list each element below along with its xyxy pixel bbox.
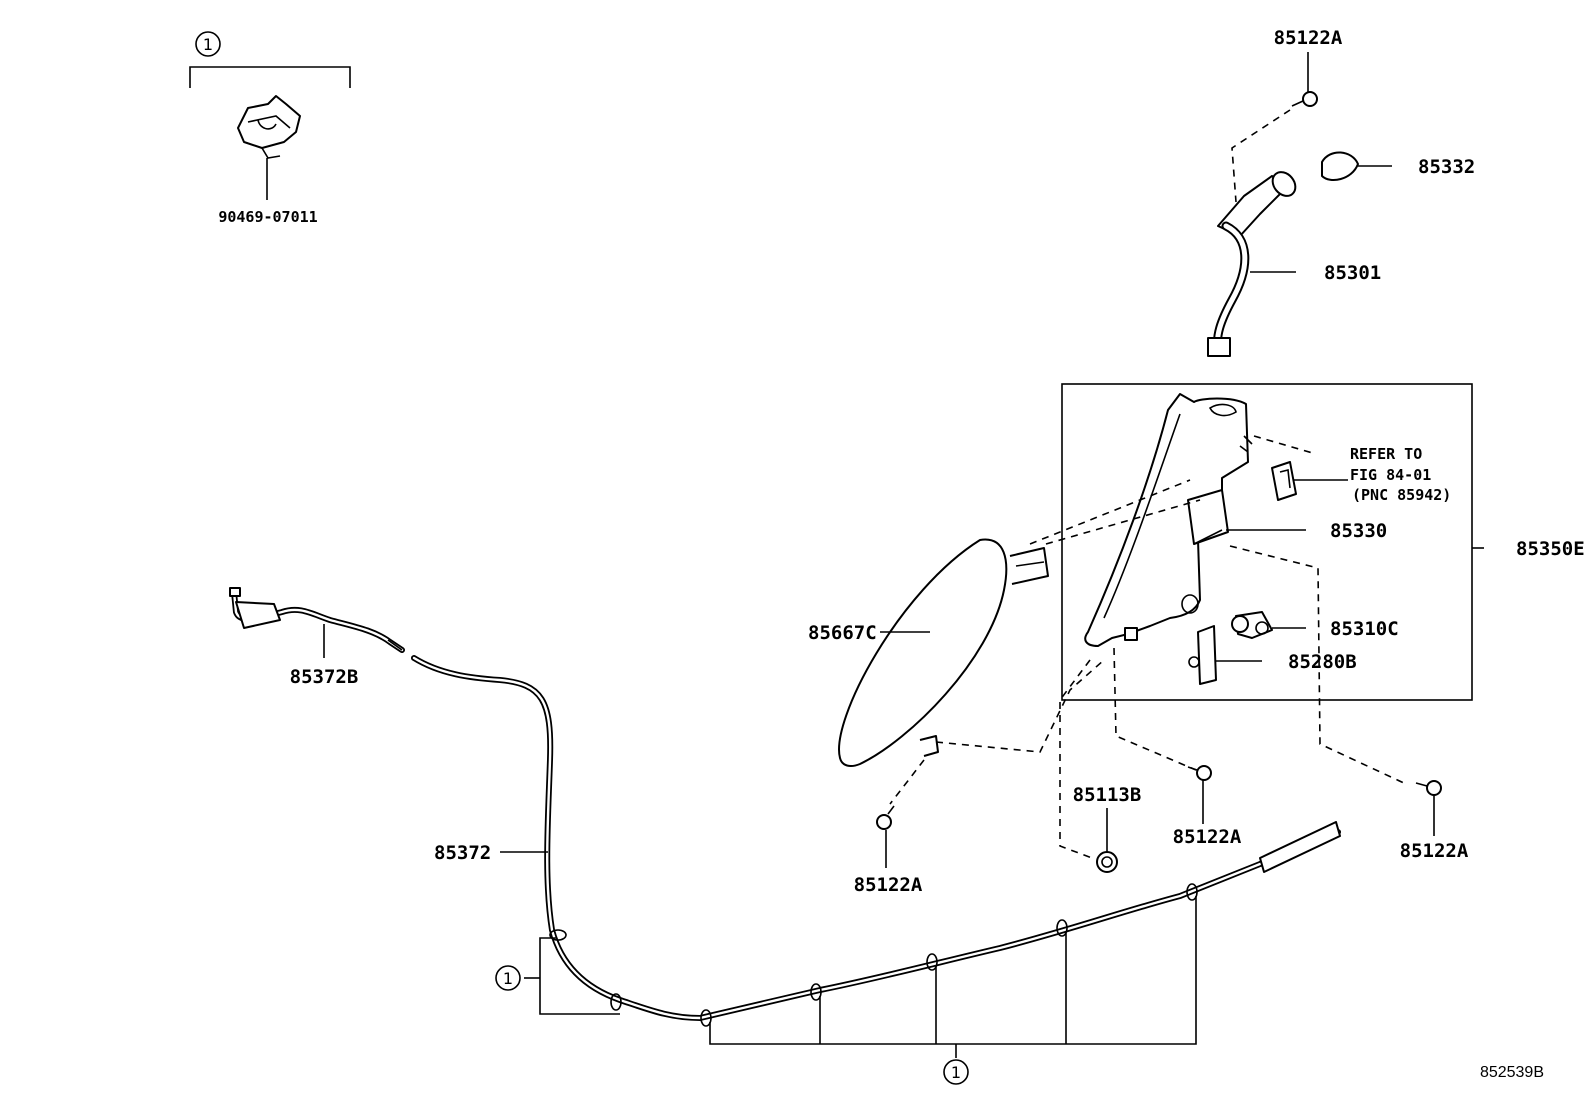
circle-ref-clip-number: 1 [203, 35, 213, 54]
refer-note-line2: FIG 84-01 [1350, 466, 1431, 484]
refer-note-line1: REFER TO [1350, 445, 1422, 463]
bracket-drawing [1187, 489, 1229, 545]
hose-group: 85372B 85372 [229, 587, 1341, 1027]
fastener-group: 85113B 85122A 85122A [1059, 647, 1469, 873]
filler-group: 85122A 85332 85301 [1207, 27, 1475, 357]
tank-assy-frame [1061, 383, 1473, 701]
label-motor: 85310C [1330, 618, 1399, 640]
hose-clip-callouts: 1 1 [495, 896, 1197, 1085]
label-level-sensor: 85280B [1288, 651, 1357, 673]
label-clip-part: 90469-07011 [218, 208, 317, 226]
label-tank-assy: 85350E [1516, 538, 1585, 560]
circle-ref-hose-left-number: 1 [503, 969, 513, 988]
circle-ref-hose-bottom-number: 1 [951, 1063, 961, 1082]
washer-tank-drawing [1084, 393, 1253, 647]
tank-support-group: 85667C 85122A [808, 479, 1201, 896]
clip-callout: 1 90469-07011 [189, 31, 351, 226]
refer-connector-drawing [1271, 461, 1297, 501]
label-nut: 85113B [1073, 784, 1142, 806]
circle-ref-hose-bottom [943, 1059, 969, 1085]
motor-drawing [1231, 611, 1273, 639]
main-hose-drawing [411, 655, 1341, 1027]
dashed-bolt-mid [1113, 647, 1197, 771]
dashed-bolt-top [1231, 109, 1291, 203]
bolt-left [876, 805, 895, 830]
cap-drawing [1321, 151, 1359, 181]
circle-ref-hose-left [495, 965, 521, 991]
clip-part-drawing [237, 95, 301, 159]
label-bolt-top: 85122A [1274, 27, 1343, 49]
figure-id: 852539B [1480, 1064, 1544, 1081]
level-sensor-drawing [1188, 625, 1217, 685]
bolt-mid [1187, 765, 1212, 781]
nut-drawing [1096, 851, 1118, 873]
hose-end-drawing [229, 587, 405, 653]
label-bolt-mid: 85122A [1173, 826, 1242, 848]
label-inlet: 85301 [1324, 262, 1381, 284]
clip-bracket-line [189, 66, 351, 88]
circle-ref-clip [195, 31, 221, 57]
tank-support-drawing [838, 538, 1049, 767]
bolt-right [1415, 780, 1442, 796]
label-bolt-left: 85122A [854, 874, 923, 896]
dashed-bolt-right [1229, 545, 1407, 785]
bolt-top [1291, 91, 1318, 107]
label-bolt-right: 85122A [1400, 840, 1469, 862]
label-bracket-part: 85330 [1330, 520, 1387, 542]
label-tank-support: 85667C [808, 622, 877, 644]
refer-note-line3: (PNC 85942) [1352, 486, 1451, 504]
inlet-drawing [1207, 171, 1297, 357]
tank-assembly-box: 85350E 85330 REFER TO FIG 84-01 (PNC 859… [1061, 383, 1585, 785]
label-cap: 85332 [1418, 156, 1475, 178]
label-hose-end: 85372B [290, 666, 359, 688]
label-hose: 85372 [434, 842, 491, 864]
